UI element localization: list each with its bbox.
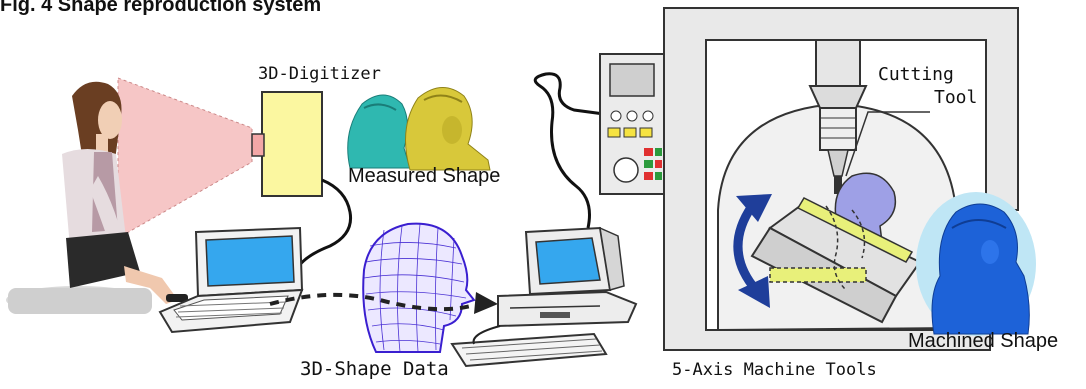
cutting-tool-leader [845, 111, 930, 177]
machine-controller-panel [599, 53, 665, 195]
tilting-table [750, 197, 922, 324]
rotation-arrow [733, 194, 772, 308]
machine-frame [663, 7, 1019, 351]
measured-shape-bust-teal [347, 94, 411, 169]
digitizer-label: 3D-Digitizer [258, 64, 381, 84]
cutting-tool-label-line1: Cutting [878, 64, 954, 85]
spindle-cutting-tool [808, 39, 868, 194]
scan-beam [117, 77, 253, 239]
digitizer-device [251, 91, 323, 197]
cable-digitizer-laptop [294, 178, 353, 271]
machined-shape-bust [916, 192, 1036, 336]
laptop-computer [158, 226, 304, 334]
shape-data-label: 3D-Shape Data [300, 358, 449, 380]
cutting-tool-label-line2: Tool [934, 87, 978, 108]
machine-tools-label: 5-Axis Machine Tools [672, 360, 877, 380]
data-flow-arrowhead [474, 292, 498, 314]
data-flow-arrow [269, 292, 479, 312]
figure-heading: Fig. 4 Shape reproduction system [0, 0, 322, 16]
measured-shape-bust-gold [405, 87, 491, 171]
wireframe-head [362, 222, 476, 353]
cable-pc-controller [533, 72, 605, 229]
desktop-computer [450, 226, 638, 368]
machined-shape-label: Machined Shape [908, 330, 1059, 352]
seated-person-figure [6, 81, 188, 314]
measured-shape-label: Measured Shape [348, 165, 501, 187]
